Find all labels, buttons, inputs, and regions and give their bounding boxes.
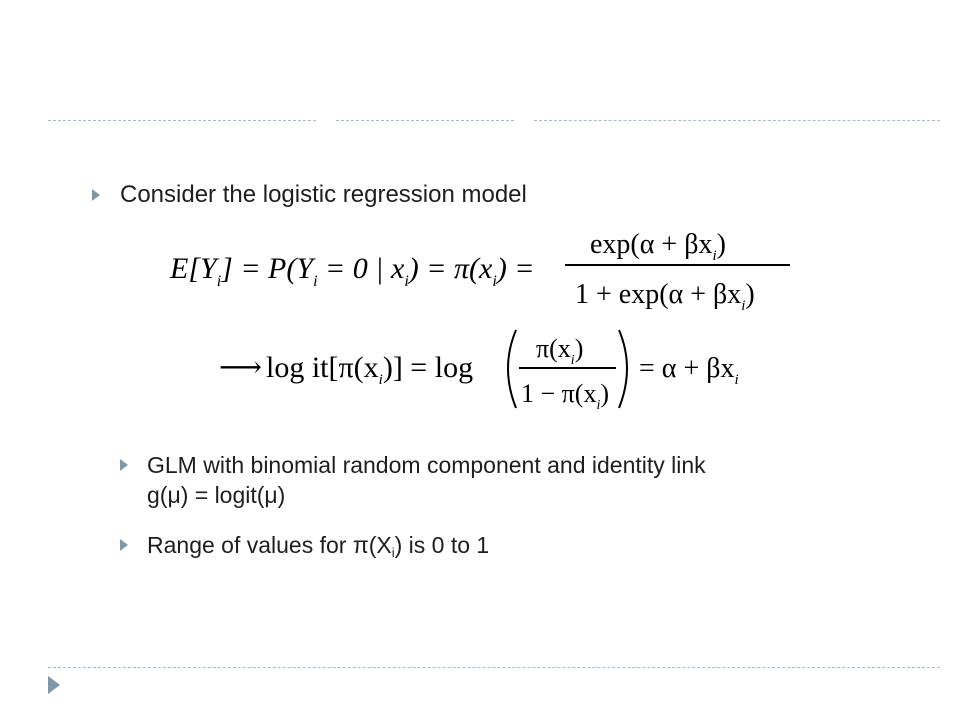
eq1-mid1-sub: i — [313, 273, 317, 290]
eq1-mid1: ] = P(Y — [220, 252, 316, 285]
equation-expectation: E[Yi] = P(Yi = 0 | xi) = π(xi) = exp(α +… — [169, 229, 790, 314]
eq1-mid3: ) = π(x — [407, 252, 493, 285]
eq1-mid4: ) = — [495, 252, 535, 285]
eq1-mid2-sub: i — [404, 273, 408, 290]
eq1-lhs-sub: i — [217, 273, 221, 290]
range-suffix: ) is 0 to 1 — [394, 532, 490, 558]
eq1-numerator: exp(α + βx — [590, 229, 712, 260]
eq2-right-paren — [618, 329, 628, 409]
top-divider-2 — [336, 120, 514, 121]
svg-text:E[Yi] = P(Yi = 0 | xi) = π(xi): E[Yi] = P(Yi = 0 | xi) = π(xi) = — [169, 252, 535, 290]
eq1-lhs: E[Y — [169, 252, 220, 285]
eq1-denominator-sub: i — [741, 298, 745, 314]
top-divider-1 — [48, 120, 316, 121]
svg-text:⟶log it[π(xi)] = log: ⟶log it[π(xi)] = log — [219, 351, 473, 388]
sub-bullet-icon — [120, 459, 128, 471]
eq1-numerator-sub: i — [712, 248, 716, 264]
eq2-left-paren — [507, 329, 517, 409]
svg-text:1 − π(xi): 1 − π(xi) — [521, 379, 609, 413]
range-prefix: Range of values for π(X — [147, 532, 392, 558]
eq2-logit-sub: i — [379, 372, 383, 388]
eq2-frac-num-end: ) — [575, 334, 584, 363]
top-divider-3 — [534, 120, 940, 121]
eq1-mid3-sub: i — [492, 273, 496, 290]
eq2-frac-den-end: ) — [600, 379, 609, 408]
bullet-icon — [92, 189, 100, 201]
eq2-frac-den: 1 − π(x — [521, 379, 596, 408]
sub-bullet-glm-line2: g(μ) = logit(μ) — [147, 482, 286, 508]
sub-bullet-glm-line1: GLM with binomial random component and i… — [147, 452, 706, 478]
sub-bullet-icon — [120, 539, 128, 551]
svg-text:exp(α + βxi): exp(α + βxi) — [590, 229, 726, 264]
eq1-numerator-end: ) — [717, 229, 726, 260]
bottom-divider — [48, 667, 940, 668]
eq1-mid2: = 0 | x — [318, 252, 405, 285]
eq2-frac-num-sub: i — [571, 353, 575, 368]
eq2-rhs-sub: i — [735, 372, 739, 388]
svg-text:1 + exp(α + βxi): 1 + exp(α + βxi) — [575, 279, 755, 314]
eq1-denominator: 1 + exp(α + βx — [575, 279, 741, 310]
footer-arrow-icon — [48, 676, 60, 694]
svg-text:= α + βxi: = α + βxi — [639, 353, 739, 388]
eq1-denominator-end: ) — [745, 279, 754, 310]
equation-logit: ⟶log it[π(xi)] = log π(xi) 1 − π(xi) = α… — [219, 329, 739, 413]
svg-text:π(xi): π(xi) — [536, 334, 583, 368]
range-subscript: i — [391, 545, 395, 560]
eq2-logit-end: )] = log — [383, 351, 473, 384]
eq2-frac-num: π(x — [536, 334, 571, 363]
eq2-frac-den-sub: i — [596, 398, 600, 413]
eq2-arrow: ⟶ — [219, 351, 262, 384]
bullet-main-text: Consider the logistic regression model — [120, 181, 527, 208]
eq2-rhs: = α + βx — [639, 353, 735, 384]
eq2-logit: log it[π(x — [266, 351, 379, 384]
sub-bullet-range: Range of values for π(Xi) is 0 to 1 — [147, 530, 489, 568]
